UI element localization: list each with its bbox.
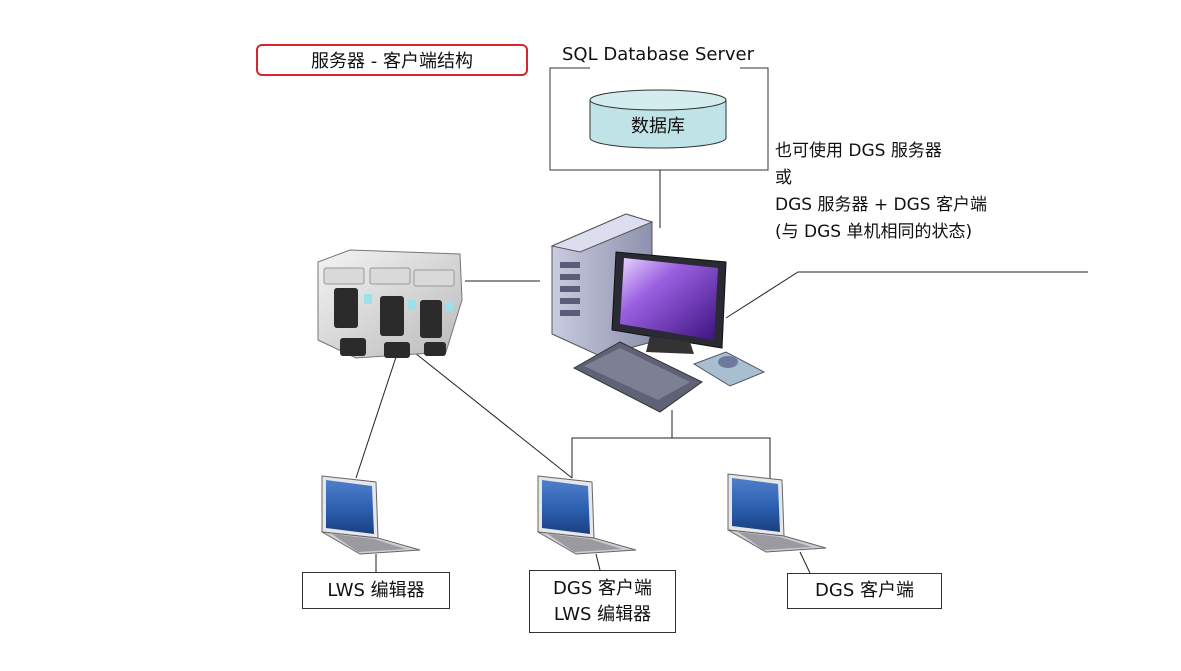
laptop-icon xyxy=(537,475,637,555)
diagram-title: 服务器 - 客户端结构 xyxy=(256,44,528,76)
server-frame xyxy=(549,67,769,171)
client-label-box: DGS 客户端 LWS 编辑器 xyxy=(529,570,676,633)
placement-machines-icon xyxy=(317,249,463,359)
note-line: (与 DGS 单机相同的状态) xyxy=(775,222,973,242)
client-label-line: DGS 客户端 xyxy=(815,580,914,601)
laptop-icon xyxy=(321,475,421,555)
client-label-line: DGS 客户端 xyxy=(553,577,652,599)
client-label-box: DGS 客户端 xyxy=(787,573,942,609)
database-cylinder-icon xyxy=(589,89,727,149)
laptop-label-connectors xyxy=(375,551,811,574)
server-label: SQL Database Server xyxy=(558,44,758,65)
client-label-line: LWS 编辑器 xyxy=(327,579,425,601)
client-label-box: LWS 编辑器 xyxy=(302,572,450,609)
note-line: 或 xyxy=(775,168,792,188)
laptop-icon xyxy=(727,473,827,553)
connector-lines xyxy=(355,170,1088,479)
desktop-computer-icon xyxy=(550,213,766,413)
database-label: 数据库 xyxy=(631,116,685,137)
note-line: 也可使用 DGS 服务器 xyxy=(775,141,942,161)
client-label-line: LWS 编辑器 xyxy=(553,603,652,625)
note-line: DGS 服务器 + DGS 客户端 xyxy=(775,195,987,215)
server-note: 也可使用 DGS 服务器 或 DGS 服务器 + DGS 客户端 (与 DGS … xyxy=(775,138,987,246)
